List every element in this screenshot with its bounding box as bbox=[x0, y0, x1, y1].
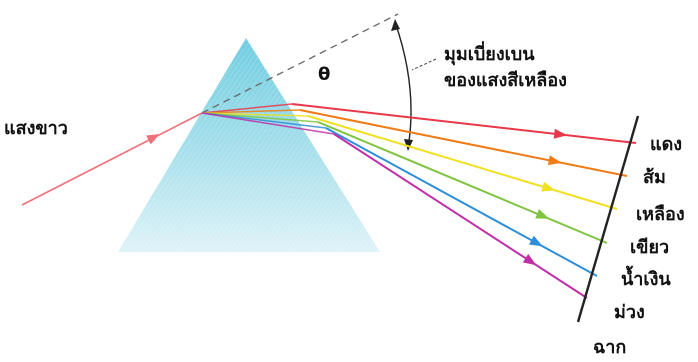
deviation-label-leader bbox=[412, 59, 436, 70]
ray-yellow bbox=[308, 116, 617, 209]
ray-violet bbox=[334, 134, 587, 298]
color-label-green: เขียว bbox=[630, 237, 669, 258]
ray-arrow-orange bbox=[548, 155, 563, 167]
screen bbox=[578, 116, 638, 322]
color-label-violet: ม่วง bbox=[614, 302, 645, 323]
ray-arrow-red bbox=[554, 129, 568, 140]
color-label-orange: ส้ม bbox=[643, 167, 666, 188]
color-label-red: แดง bbox=[650, 134, 682, 155]
deviation-label-line1: มุมเบี่ยงเบน bbox=[444, 41, 535, 66]
ray-blue bbox=[326, 128, 597, 276]
angle-arc-arrowhead-top bbox=[391, 19, 400, 31]
angle-symbol: θ bbox=[318, 64, 330, 85]
prism-hatch bbox=[118, 38, 380, 252]
ray-arrow-yellow bbox=[541, 182, 556, 195]
screen-label: ฉาก bbox=[593, 337, 626, 358]
ray-arrow-blue bbox=[529, 236, 545, 251]
color-label-yellow: เหลือง bbox=[636, 204, 685, 225]
incoming-ray-arrow bbox=[146, 130, 162, 145]
ray-arrow-violet bbox=[523, 254, 539, 269]
deviation-label-line2: ของแสงสีเหลือง bbox=[444, 70, 567, 91]
color-label-blue: น้ำเงิน bbox=[621, 265, 671, 290]
ray-arrow-green bbox=[535, 209, 551, 223]
incoming-light-label: แสงขาว bbox=[4, 118, 68, 139]
